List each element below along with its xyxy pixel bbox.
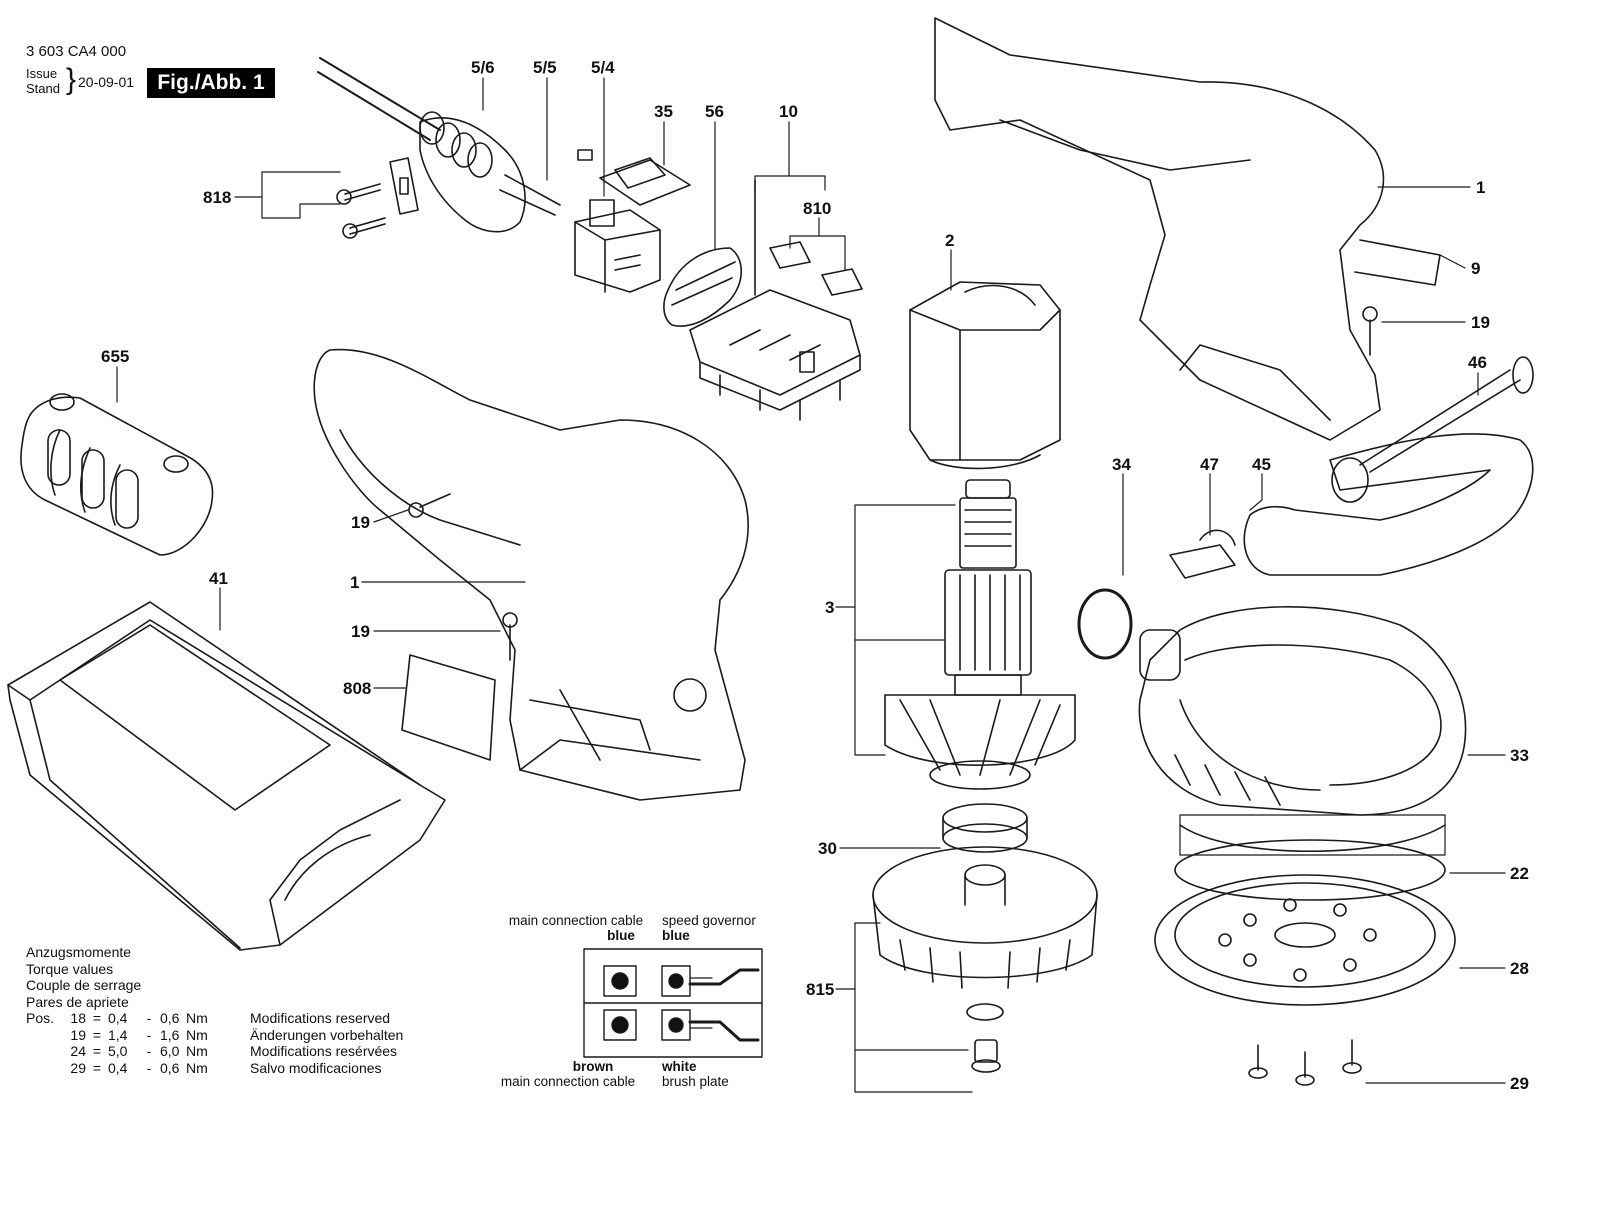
torque-heading-de: Anzugsmomente	[26, 944, 132, 960]
torque-heading-es: Pares de apriete	[26, 993, 129, 1010]
leader-lines	[116, 77, 1506, 1093]
label-808: 808	[343, 679, 371, 698]
document-number: 3 603 CA4 000	[26, 43, 127, 60]
label-1-a: 1	[350, 573, 359, 592]
label-815: 815	[806, 980, 834, 999]
wiring-label-bottom-left: brown main connection cable	[500, 1059, 636, 1089]
mods-en: Modifications reserved	[250, 1010, 391, 1026]
part-35	[577, 149, 691, 206]
label-34: 34	[1112, 455, 1131, 474]
brace-glyph: }	[66, 63, 77, 96]
label-9: 9	[1471, 259, 1480, 278]
modifications-notice: Modifications reserved Änderungen vorbeh…	[250, 1010, 403, 1076]
label-5-4: 5/4	[591, 58, 615, 77]
wiring-diagram	[583, 948, 763, 1058]
label-2: 2	[945, 231, 954, 250]
figure-badge: Fig./Abb. 1	[147, 68, 275, 98]
mods-es: Salvo modificaciones	[250, 1059, 382, 1076]
part-47	[1169, 529, 1236, 579]
label-45: 45	[1252, 455, 1271, 474]
label-3: 3	[825, 598, 834, 617]
label-655: 655	[101, 347, 129, 366]
base-housing-33	[1138, 606, 1467, 816]
mods-fr: Modifications resérvées	[250, 1043, 398, 1059]
label-5-6: 5/6	[471, 58, 495, 77]
wiring-label-bottom-right: white brush plate	[662, 1059, 729, 1089]
label-19-a: 19	[351, 513, 370, 532]
label-10: 10	[779, 102, 798, 121]
part-22	[1174, 814, 1446, 901]
label-56: 56	[705, 102, 724, 121]
label-46: 46	[1468, 353, 1487, 372]
electronic-board	[689, 179, 861, 421]
power-cable	[317, 57, 561, 233]
mods-de: Änderungen vorbehalten	[250, 1026, 404, 1043]
part-655-cover	[20, 393, 214, 556]
stator-2	[909, 281, 1061, 470]
torque-values: Anzugsmomente Torque values Couple de se…	[26, 944, 208, 1076]
screws-29	[1248, 1039, 1362, 1086]
dust-box	[7, 601, 446, 951]
torque-heading-fr: Couple de serrage	[26, 977, 142, 993]
label-28: 28	[1510, 959, 1529, 978]
label-1-b: 1	[1476, 178, 1485, 197]
stand-label: Stand	[26, 81, 60, 96]
label-47: 47	[1200, 455, 1219, 474]
fan-815	[872, 846, 1098, 1073]
label-810: 810	[803, 199, 831, 218]
label-35: 35	[654, 102, 673, 121]
armature-3	[884, 479, 1076, 790]
carbon-brushes	[769, 241, 863, 296]
wiring-label-top-right: speed governor blue	[662, 913, 756, 943]
label-41: 41	[209, 569, 228, 588]
torque-heading-en: Torque values	[26, 960, 114, 977]
label-5-5: 5/5	[533, 58, 557, 77]
label-19-b: 19	[351, 622, 370, 641]
wiring-label-top-left: main connection cable blue	[508, 913, 644, 943]
label-22: 22	[1510, 864, 1529, 883]
part-45-grip	[1243, 433, 1534, 576]
issue-label: Issue	[26, 66, 58, 81]
switch	[574, 199, 661, 293]
label-19-c: 19	[1471, 313, 1490, 332]
o-ring-34	[1077, 588, 1133, 660]
label-818: 818	[203, 188, 231, 207]
housing-left-half	[313, 348, 749, 801]
sanding-pad-28	[1154, 874, 1456, 1006]
bearing-30	[942, 803, 1028, 853]
label-29: 29	[1510, 1074, 1529, 1093]
part-56	[663, 247, 742, 327]
label-30: 30	[818, 839, 837, 858]
cable-clamp	[336, 157, 419, 239]
issue-date: 20-09-01	[78, 74, 135, 90]
issue-stand-labels: Issue Stand	[26, 66, 60, 96]
housing-right-half	[934, 17, 1441, 441]
part-labels: 5/6 5/5 5/4 35 56 10 810 818 655 19 1 19…	[101, 58, 1529, 1093]
screws-19	[408, 306, 1378, 661]
label-808	[401, 654, 496, 761]
label-33: 33	[1510, 746, 1529, 765]
part-46	[1359, 356, 1534, 473]
